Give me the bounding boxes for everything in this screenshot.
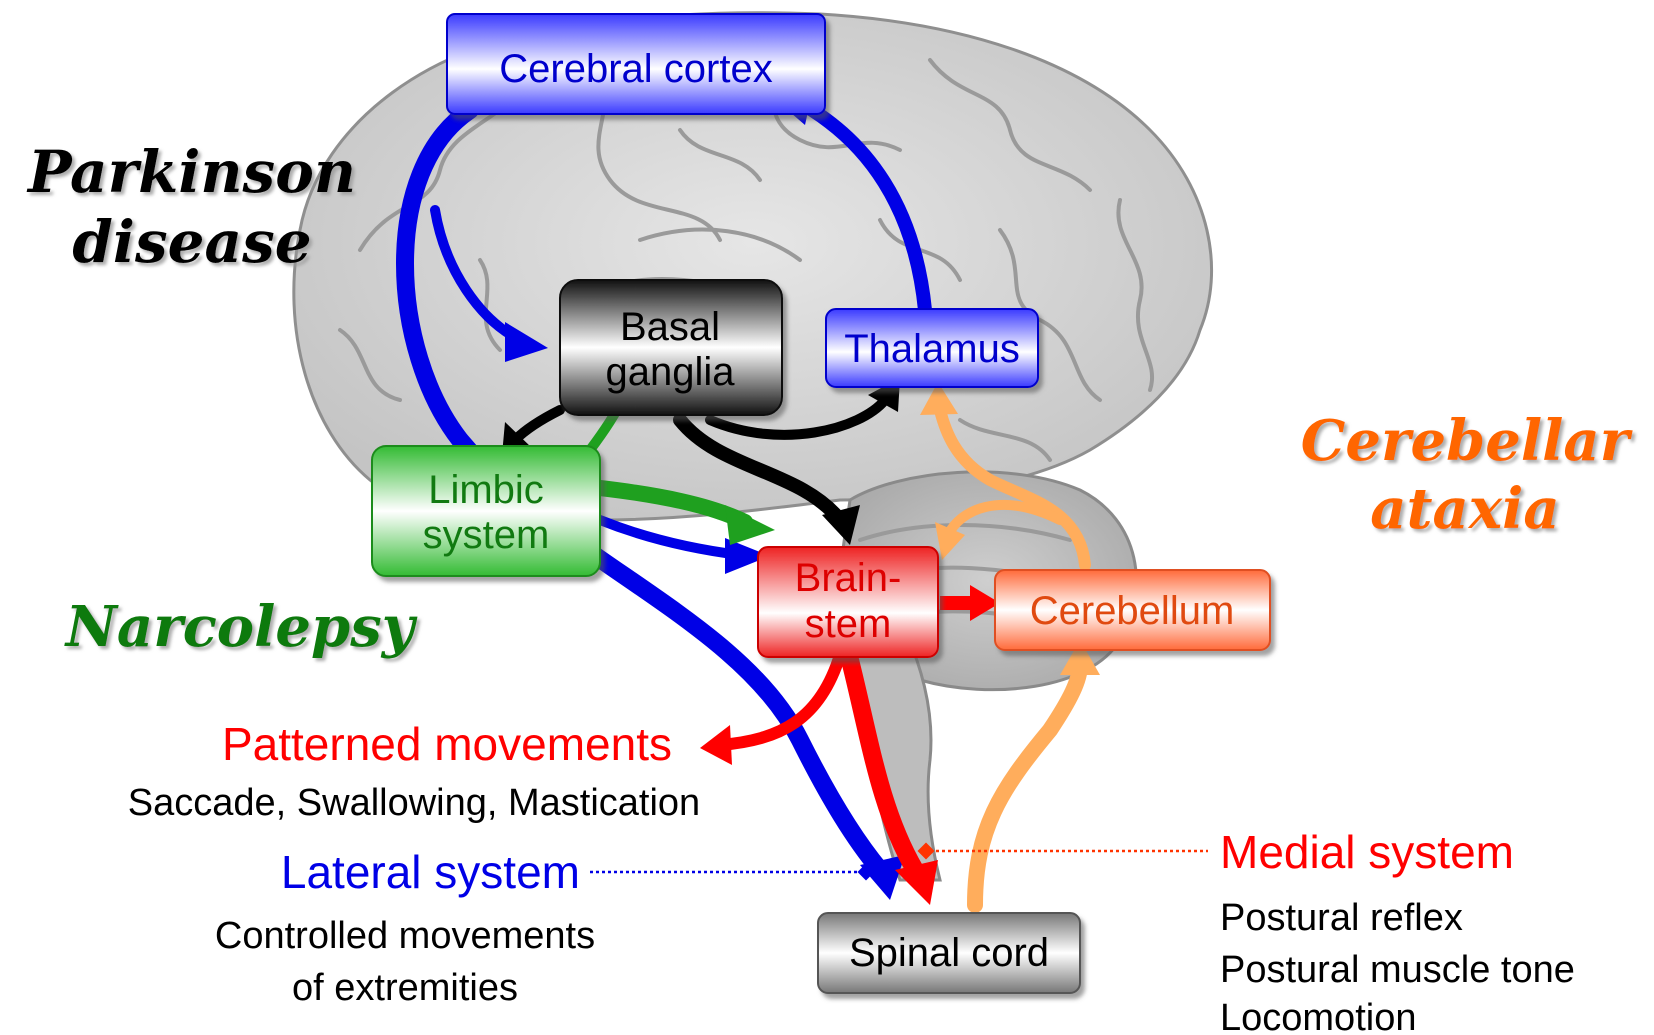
- parkinson-label-line2: disease: [72, 208, 311, 276]
- limbic-system-box: Limbic system: [372, 446, 600, 576]
- brainstem-label-line2: stem: [805, 602, 892, 646]
- lateral-system-title: Lateral system: [281, 846, 580, 898]
- parkinson-label-line1: Parkinson: [26, 138, 356, 206]
- arrow-limbic-to-brainstem-blue: [600, 520, 740, 555]
- arrowhead-patterned-red: [700, 725, 732, 765]
- cerebral-cortex-label: Cerebral cortex: [499, 47, 772, 91]
- patterned-movements-title: Patterned movements: [222, 718, 672, 770]
- limbic-system-label-line1: Limbic: [428, 468, 544, 512]
- medial-system-detail-line1: Postural reflex: [1220, 897, 1463, 939]
- lateral-system-detail-line1: Controlled movements: [215, 915, 595, 957]
- spinal-cord-box: Spinal cord: [818, 913, 1080, 993]
- basal-ganglia-box: Basal ganglia: [560, 280, 782, 415]
- narcolepsy-label: Narcolepsy: [64, 594, 418, 660]
- brainstem-label-line1: Brain-: [795, 556, 902, 600]
- medial-system-title: Medial system: [1220, 826, 1514, 878]
- medial-system-detail-line2: Postural muscle tone: [1220, 949, 1575, 991]
- spinal-cord-label: Spinal cord: [849, 931, 1049, 975]
- thalamus-box: Thalamus: [826, 309, 1038, 387]
- narcolepsy-label-text: Narcolepsy: [64, 594, 418, 660]
- lateral-system-detail-line2: of extremities: [292, 967, 518, 1009]
- patterned-movements-detail: Saccade, Swallowing, Mastication: [128, 782, 700, 824]
- cerebellar-label-line1: Cerebellar: [1301, 408, 1633, 474]
- cerebellar-ataxia-label: Cerebellar ataxia: [1301, 408, 1633, 542]
- cerebral-cortex-box: Cerebral cortex: [447, 14, 825, 114]
- cerebellum-label: Cerebellum: [1030, 589, 1235, 633]
- cerebellum-box: Cerebellum: [995, 570, 1270, 650]
- cerebellar-label-line2: ataxia: [1370, 476, 1559, 542]
- brainstem-box: Brain- stem: [758, 547, 938, 657]
- arrow-spinal-to-cerebellum: [975, 665, 1080, 905]
- limbic-system-label-line2: system: [423, 513, 550, 557]
- basal-ganglia-label-line2: ganglia: [605, 350, 735, 394]
- basal-ganglia-label-line1: Basal: [620, 305, 720, 349]
- medial-system-detail-line3: Locomotion: [1220, 997, 1416, 1035]
- thalamus-label: Thalamus: [844, 327, 1020, 371]
